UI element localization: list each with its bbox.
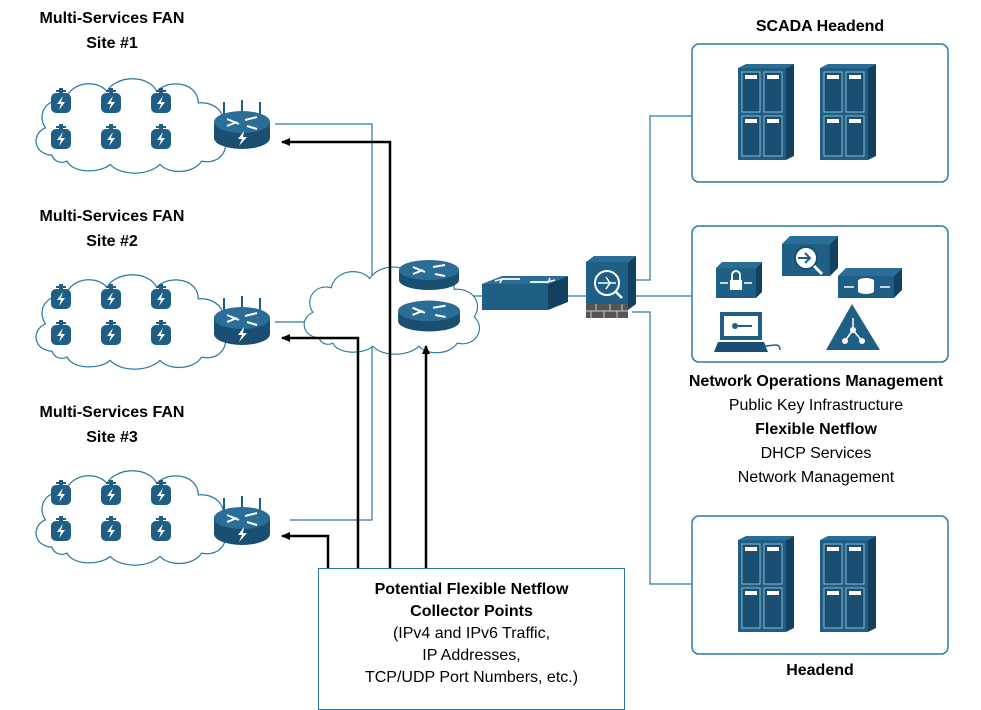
site-1-title-line2: Site #1	[86, 35, 138, 52]
arrow-to-site-3	[281, 532, 330, 568]
arrow-to-site-2	[281, 334, 360, 568]
site-2-cloud-icon	[35, 274, 227, 370]
collector-detail-line2: IP Addresses,	[422, 647, 521, 664]
server-icon	[737, 536, 794, 632]
core-router-icon[interactable]	[397, 258, 461, 292]
dhcp-server-icon	[838, 268, 902, 298]
network-operations-labels: Network Operations Management Public Key…	[636, 370, 981, 490]
site-3-title-line2: Site #3	[86, 429, 138, 446]
collector-box: Potential Flexible Netflow Collector Poi…	[318, 568, 625, 710]
site-3-title: Multi-Services FAN Site #3	[2, 400, 222, 450]
site-1-title-line1: Multi-Services FAN	[39, 10, 185, 27]
collector-detail-line1: (IPv4 and IPv6 Traffic,	[392, 625, 551, 642]
meter-icon	[51, 480, 71, 505]
scada-headend-box	[691, 43, 949, 183]
firewall-icon[interactable]	[586, 256, 636, 318]
site-2-group	[35, 274, 271, 370]
ops-item-dhcp: DHCP Services	[760, 445, 872, 462]
site-2-router-icon[interactable]	[213, 296, 271, 346]
netflow-analyzer-icon	[782, 236, 838, 276]
scada-headend-title: SCADA Headend	[755, 18, 885, 35]
server-icon	[819, 64, 876, 160]
collector-title-line1: Potential Flexible Netflow	[374, 581, 569, 598]
site-1-title: Multi-Services FAN Site #1	[2, 6, 222, 56]
network-management-icon	[826, 304, 880, 350]
network-operations-title: Network Operations Management	[688, 373, 944, 390]
site-2-title-line1: Multi-Services FAN	[39, 208, 185, 225]
meter-icon	[51, 284, 71, 309]
link-firewall-headend	[632, 311, 692, 585]
ops-item-netmgmt: Network Management	[737, 469, 895, 486]
switch-icon[interactable]	[482, 276, 568, 310]
site-3-title-line1: Multi-Services FAN	[39, 404, 185, 421]
ops-item-netflow: Flexible Netflow	[755, 421, 877, 438]
server-icon	[819, 536, 876, 632]
collector-arrows	[281, 138, 430, 568]
core-router-icon[interactable]	[396, 299, 462, 333]
connection-lines	[275, 115, 692, 585]
site-2-title: Multi-Services FAN Site #2	[2, 204, 222, 254]
meter-icon	[51, 88, 71, 113]
collector-detail-line3: TCP/UDP Port Numbers, etc.)	[364, 669, 579, 686]
server-icon	[737, 64, 794, 160]
workstation-icon	[714, 312, 781, 352]
site-1-router-icon[interactable]	[213, 100, 271, 150]
site-2-title-line2: Site #2	[86, 233, 138, 250]
site-1-group	[35, 78, 271, 174]
site-3-group	[35, 470, 271, 566]
site-3-router-icon[interactable]	[213, 496, 271, 546]
collector-title-line2: Collector Points	[410, 603, 533, 620]
headend-box	[691, 515, 949, 655]
lock-icon	[716, 262, 762, 298]
headend-title: Headend	[786, 662, 854, 679]
site-3-cloud-icon	[35, 470, 227, 566]
arrow-to-site-1	[281, 138, 392, 568]
ops-item-pki: Public Key Infrastructure	[728, 397, 904, 414]
network-operations-box	[691, 225, 949, 363]
link-firewall-scada	[632, 115, 692, 281]
site-1-cloud-icon	[35, 78, 227, 174]
